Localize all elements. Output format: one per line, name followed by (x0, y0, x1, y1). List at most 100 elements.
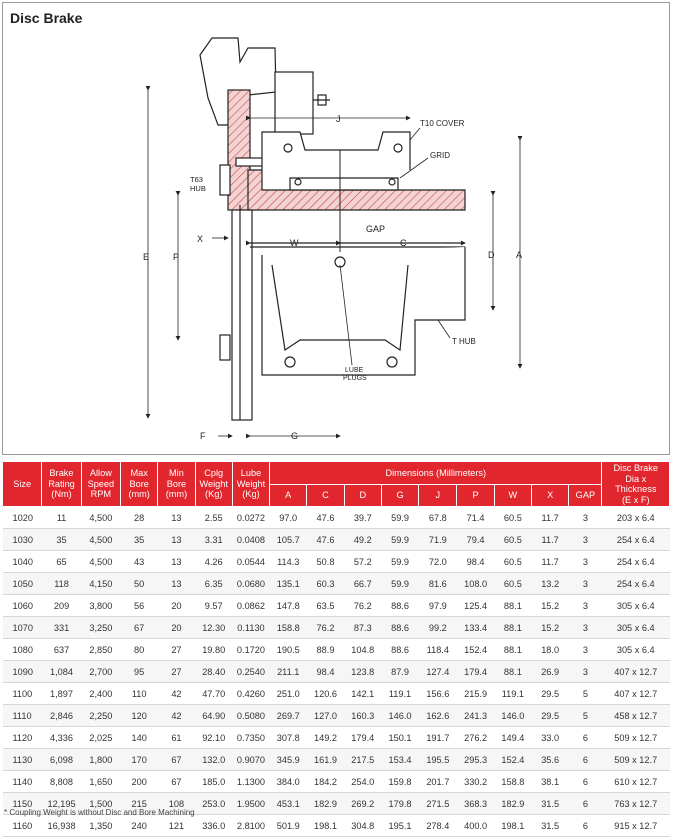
table-cell: 190.5 (269, 638, 307, 661)
label-d: D (488, 250, 495, 260)
table-cell: 158.8 (269, 616, 307, 639)
table-cell: 1.1300 (232, 770, 270, 793)
col-dim-a: A (269, 483, 308, 507)
table-cell: 153.4 (381, 748, 419, 771)
table-cell: 0.0272 (232, 506, 270, 529)
table-cell: 108 (157, 792, 196, 815)
table-cell: 56 (120, 594, 158, 617)
label-c: C (400, 238, 407, 248)
table-cell: 39.7 (344, 506, 382, 529)
table-cell: 269.2 (344, 792, 382, 815)
table-cell: 1030 (2, 528, 42, 551)
table-cell: 170 (120, 748, 158, 771)
table-cell: 0.0680 (232, 572, 270, 595)
table-cell: 305 x 6.4 (601, 616, 670, 639)
table-cell: 66.7 (344, 572, 382, 595)
disc-brake-drawing: J T10 COVER GRID T63 HUB X W GAP C E P D… (143, 37, 523, 441)
table-cell: 13 (157, 550, 196, 573)
table-cell: 637 (41, 638, 82, 661)
table-cell: 13.2 (531, 572, 569, 595)
table-cell: 147.8 (269, 594, 307, 617)
table-cell: 16,938 (41, 814, 82, 837)
table-cell: 307.8 (269, 726, 307, 749)
table-cell: 763 x 12.7 (601, 792, 670, 815)
table-cell: 240 (120, 814, 158, 837)
table-cell: 162.6 (418, 704, 457, 727)
table-cell: 2,025 (81, 726, 121, 749)
table-cell: 0.0408 (232, 528, 270, 551)
table-cell: 345.9 (269, 748, 307, 771)
table-cell: 135.1 (269, 572, 307, 595)
table-cell: 1160 (2, 814, 42, 837)
label-t10-cover: T10 COVER (420, 119, 465, 128)
grid (289, 177, 399, 191)
table-cell: 92.10 (195, 726, 233, 749)
table-cell: 384.0 (269, 770, 307, 793)
table-cell: 49.2 (344, 528, 382, 551)
table-cell: 81.6 (418, 572, 457, 595)
table-cell: 88.6 (381, 616, 419, 639)
table-cell: 149.4 (494, 726, 532, 749)
table-cell: 200 (120, 770, 158, 793)
table-cell: 110 (120, 682, 158, 705)
table-cell: 156.6 (418, 682, 457, 705)
table-cell: 119.1 (381, 682, 419, 705)
table-cell: 610 x 12.7 (601, 770, 670, 793)
table-cell: 67 (120, 616, 158, 639)
table-cell: 95 (120, 660, 158, 683)
table-cell: 67 (157, 770, 196, 793)
table-cell: 6 (568, 726, 602, 749)
label-f: F (200, 431, 206, 441)
table-cell: 127.0 (306, 704, 345, 727)
table-cell: 4,150 (81, 572, 121, 595)
table-cell: 11.7 (531, 528, 569, 551)
table-cell: 3 (568, 528, 602, 551)
label-grid: GRID (430, 151, 450, 160)
table-cell: 76.2 (306, 616, 345, 639)
table-cell: 0.4260 (232, 682, 270, 705)
label-x: X (197, 234, 203, 244)
table-cell: 15.2 (531, 616, 569, 639)
table-cell: 1,897 (41, 682, 82, 705)
table-cell: 146.0 (381, 704, 419, 727)
table-cell: 132.0 (195, 748, 233, 771)
table-cell: 6 (568, 770, 602, 793)
col-dim-w: W (493, 483, 533, 507)
table-cell: 6 (568, 814, 602, 837)
table-cell: 35.6 (531, 748, 569, 771)
table-cell: 2.8100 (232, 814, 270, 837)
table-cell: 0.0862 (232, 594, 270, 617)
table-cell: 0.9070 (232, 748, 270, 771)
table-cell: 38.1 (531, 770, 569, 793)
table-cell: 104.8 (344, 638, 382, 661)
table-cell: 915 x 12.7 (601, 814, 670, 837)
table-cell: 4,500 (81, 550, 121, 573)
table-cell: 2,400 (81, 682, 121, 705)
table-cell: 215.9 (456, 682, 495, 705)
table-cell: 97.9 (418, 594, 457, 617)
brake-disc-lower (231, 209, 253, 421)
table-cell: 305 x 6.4 (601, 594, 670, 617)
table-cell: 0.2540 (232, 660, 270, 683)
table-cell: 63.5 (306, 594, 345, 617)
table-cell: 123.8 (344, 660, 382, 683)
label-p: P (173, 252, 179, 262)
table-cell: 1060 (2, 594, 42, 617)
table-cell: 31.5 (531, 792, 569, 815)
page-title: Disc Brake (10, 10, 83, 26)
table-cell: 1050 (2, 572, 42, 595)
table-cell: 269.7 (269, 704, 307, 727)
table-cell: 71.4 (456, 506, 495, 529)
table-cell: 146.0 (494, 704, 532, 727)
